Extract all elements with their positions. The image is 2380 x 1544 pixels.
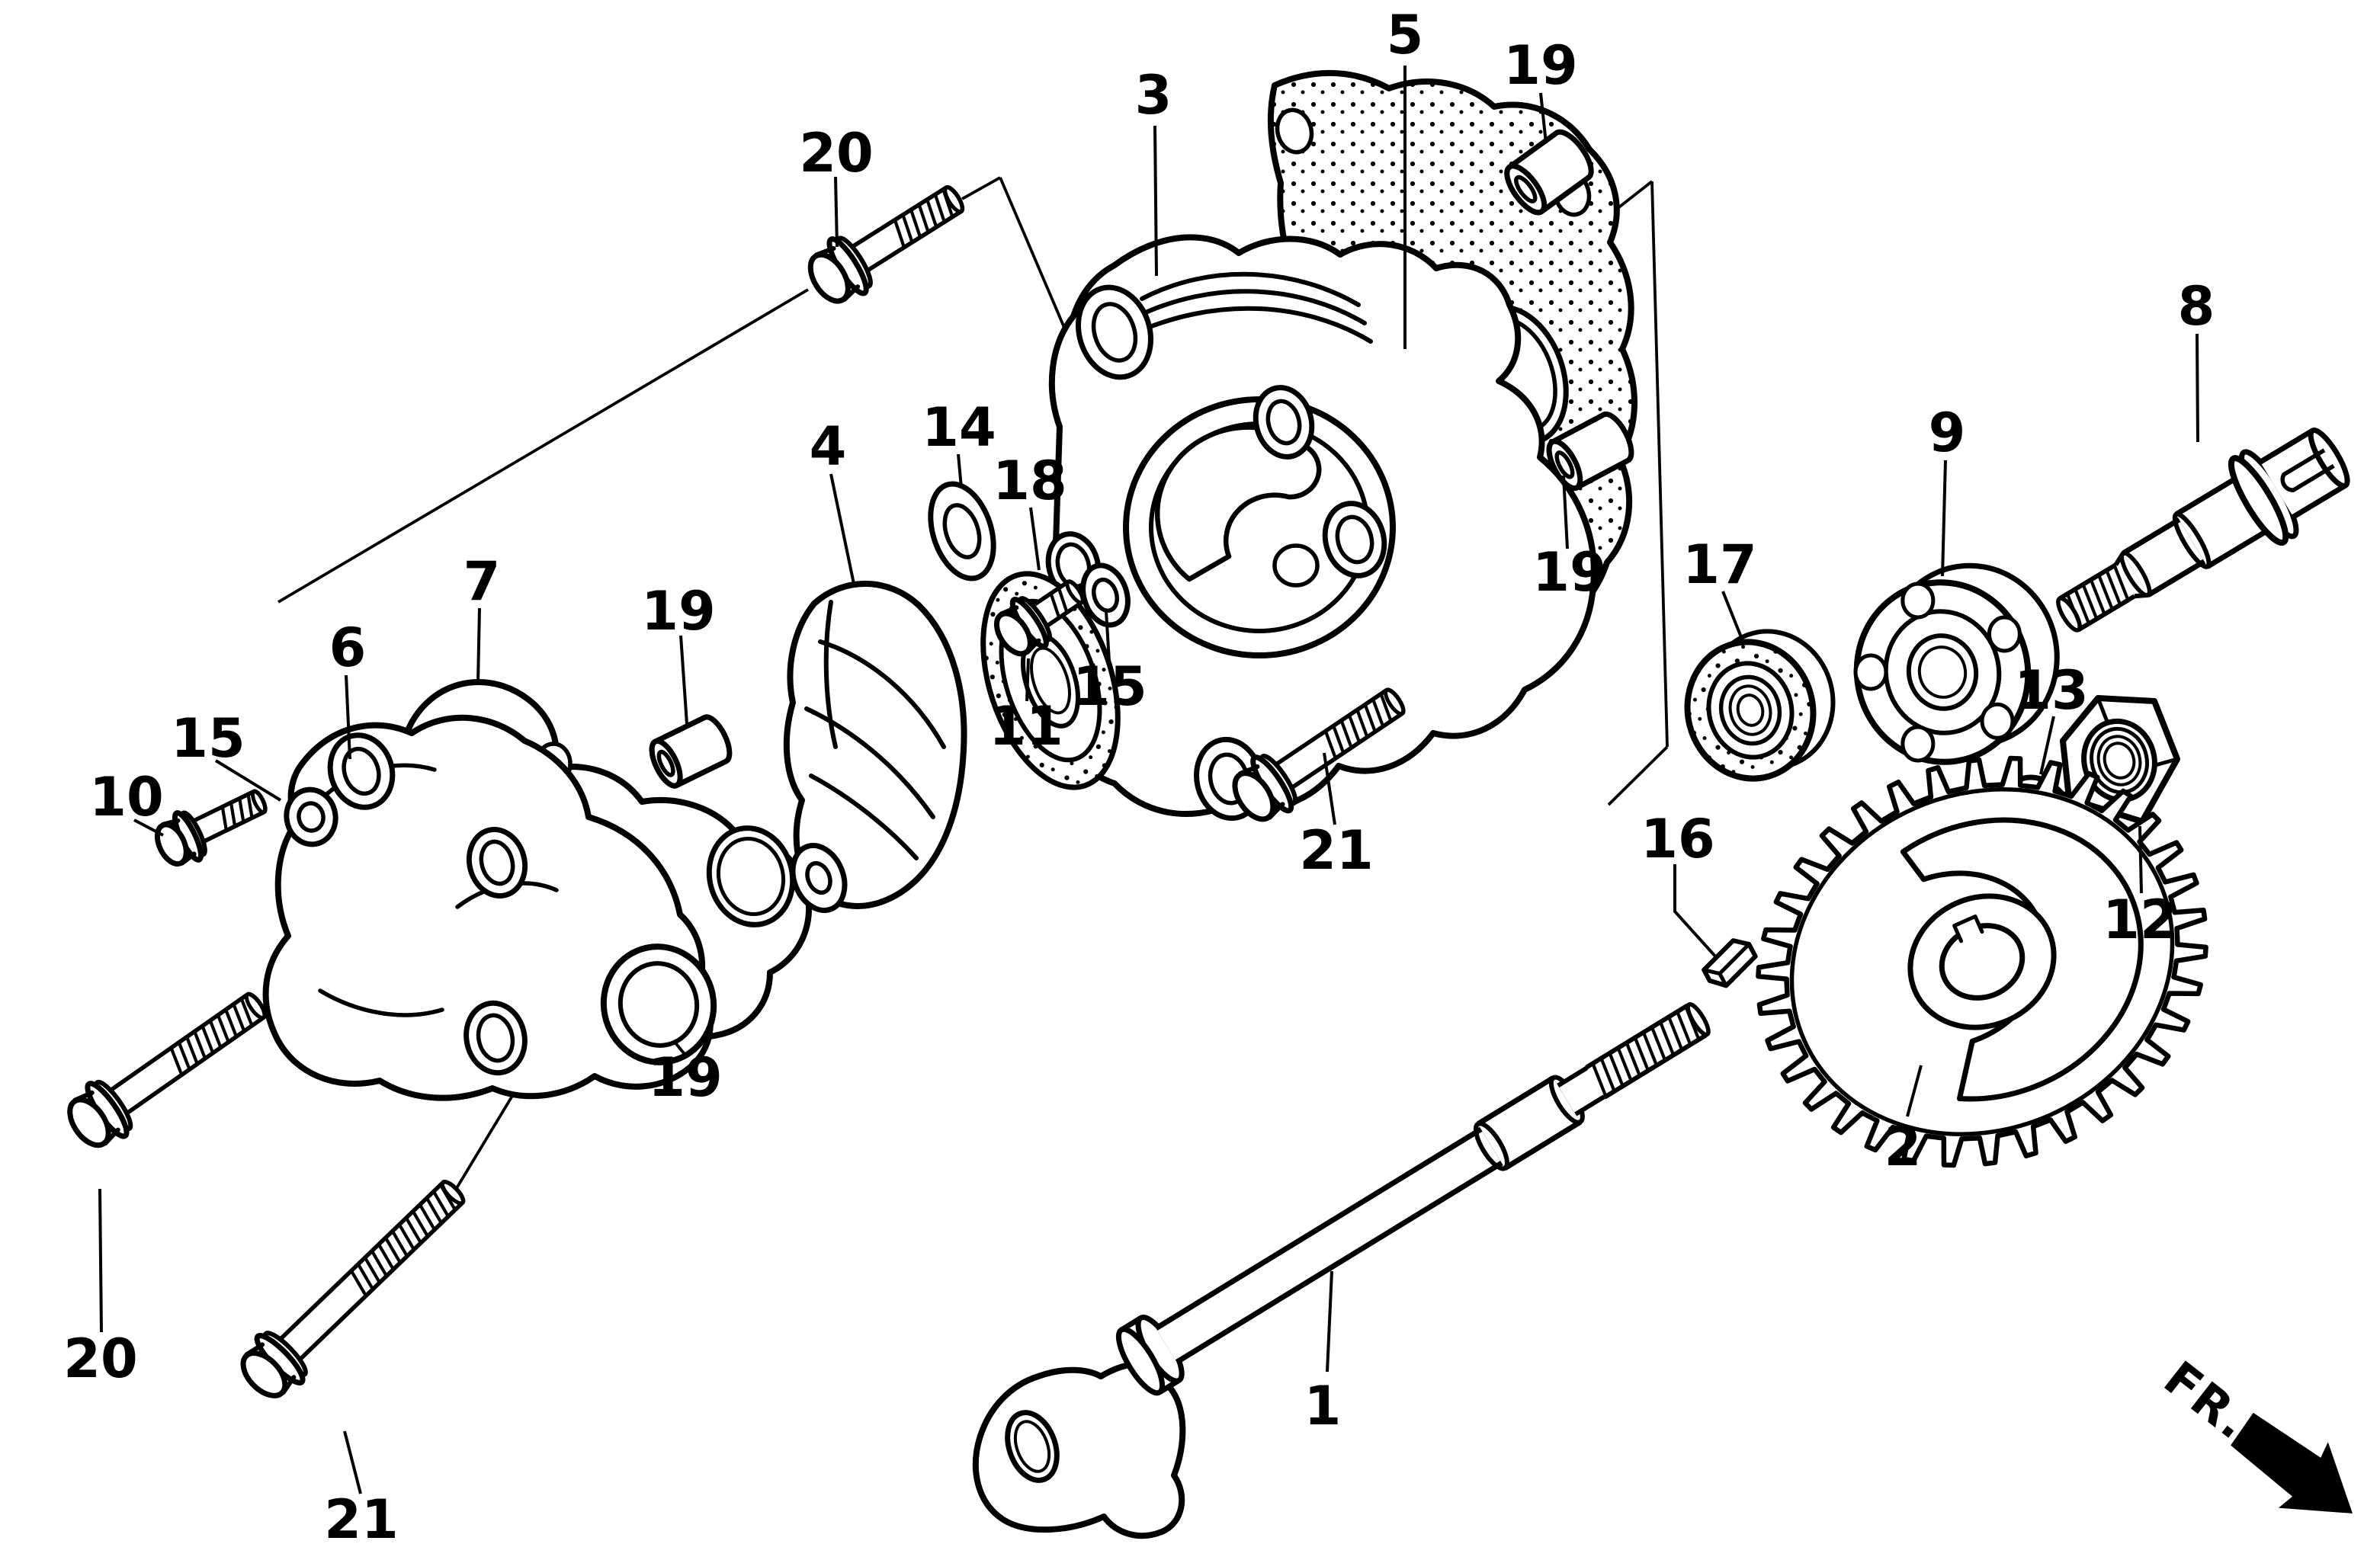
callout-19-22: 19 — [648, 1046, 722, 1109]
callout-leader-1-0 — [1326, 1270, 1333, 1373]
part-bolt-21-right — [1232, 687, 1406, 822]
callout-leader-13-12 — [2039, 716, 2055, 775]
callout-3-2: 3 — [1135, 64, 1172, 127]
part-washer-14 — [928, 481, 996, 581]
callout-leader-10-9 — [133, 818, 164, 837]
callout-leader-8-7 — [2196, 333, 2199, 443]
callout-leader-3-2 — [1153, 125, 1158, 277]
callout-leader-7-6 — [476, 607, 481, 684]
part-pump-housing — [1041, 234, 1597, 822]
parts-artwork — [67, 69, 2350, 1539]
callout-2-1: 2 — [1884, 1116, 1922, 1178]
callout-20-23: 20 — [799, 122, 873, 184]
callout-leader-21-26 — [343, 1430, 362, 1494]
callout-10-9: 10 — [89, 766, 163, 828]
callout-15-15: 15 — [171, 707, 245, 770]
callout-leader-19-21 — [679, 635, 688, 725]
callout-leader-2-1 — [1906, 1065, 1923, 1117]
callout-leader-19-20 — [1562, 475, 1569, 549]
callout-leader-12-11 — [2138, 825, 2143, 894]
callout-leader-21-25 — [1323, 752, 1336, 825]
part-bolt-11 — [993, 579, 1086, 657]
part-pump-cover — [262, 714, 717, 1101]
callout-leader-16-16 — [1673, 864, 1718, 959]
callout-18-18: 18 — [993, 450, 1067, 512]
callout-5-4: 5 — [1387, 4, 1424, 66]
callout-11-10: 11 — [989, 695, 1063, 758]
part-oil-seal-17 — [1684, 629, 1836, 782]
callout-leader-19-19 — [1539, 92, 1548, 144]
callout-17-17: 17 — [1682, 533, 1756, 596]
part-balancer-shaft-body — [1115, 1001, 1711, 1396]
callout-leader-4-3 — [829, 473, 855, 585]
callout-leader-18-18 — [1029, 507, 1041, 571]
part-collar-19-right — [1546, 411, 1634, 492]
assembly-line-1 — [961, 176, 1001, 200]
fr-arrow-icon — [2231, 1412, 2353, 1514]
part-washer-15-mid — [1080, 562, 1131, 628]
part-bolt-10 — [154, 789, 268, 867]
assembly-line-7 — [1650, 181, 1669, 748]
part-bearing-9 — [1853, 562, 2060, 765]
part-bolt-20-top — [807, 184, 965, 304]
part-shaft-8 — [2056, 427, 2350, 633]
callout-9-8: 9 — [1929, 402, 1966, 464]
assembly-line-0 — [277, 288, 809, 604]
part-balancer-gear — [1756, 755, 2208, 1168]
callout-7-6: 7 — [463, 550, 501, 613]
callout-19-21: 19 — [641, 580, 715, 642]
fr-direction-marker: FR. — [2154, 1350, 2353, 1514]
assembly-line-8 — [1607, 745, 1669, 806]
part-balancer-shaft-weight — [973, 1360, 1186, 1539]
callout-12-11: 12 — [2103, 889, 2176, 951]
callout-leader-19-22 — [672, 1039, 685, 1055]
callout-leader-15-14 — [1105, 610, 1111, 662]
callout-21-25: 21 — [1299, 819, 1373, 882]
part-woodruff-key-16 — [1702, 938, 1758, 988]
callout-6-5: 6 — [329, 617, 367, 679]
callout-20-24: 20 — [63, 1328, 137, 1390]
callout-leader-14-13 — [957, 453, 963, 489]
callout-21-26: 21 — [324, 1488, 398, 1544]
callout-labels: 1234567891011121314151516171819191919202… — [63, 4, 2215, 1544]
part-collar-19-left-upper — [649, 714, 733, 789]
callout-19-19: 19 — [1503, 34, 1577, 97]
callout-1-0: 1 — [1304, 1375, 1342, 1437]
callout-8-7: 8 — [2178, 275, 2215, 338]
callout-16-16: 16 — [1641, 808, 1714, 870]
callout-leader-9-8 — [1941, 460, 1947, 577]
part-bolt-21-lower — [240, 1180, 466, 1398]
callout-leader-15-15 — [214, 759, 282, 802]
part-impeller — [783, 581, 967, 914]
callout-leader-6-5 — [345, 674, 351, 760]
callout-4-3: 4 — [810, 415, 847, 478]
callout-leader-20-23 — [834, 176, 839, 248]
callout-15-14: 15 — [1073, 655, 1147, 718]
callout-leader-17-17 — [1721, 591, 1746, 645]
part-washer-15-left — [284, 786, 338, 847]
callout-19-20: 19 — [1532, 541, 1606, 604]
part-bolt-20-lower — [67, 991, 267, 1148]
part-collar-19-top — [1504, 129, 1594, 216]
callout-14-13: 14 — [922, 396, 996, 459]
callout-leader-20-24 — [98, 1188, 103, 1333]
callout-13-12: 13 — [2014, 659, 2088, 722]
callout-leader-11-10 — [1025, 658, 1030, 702]
